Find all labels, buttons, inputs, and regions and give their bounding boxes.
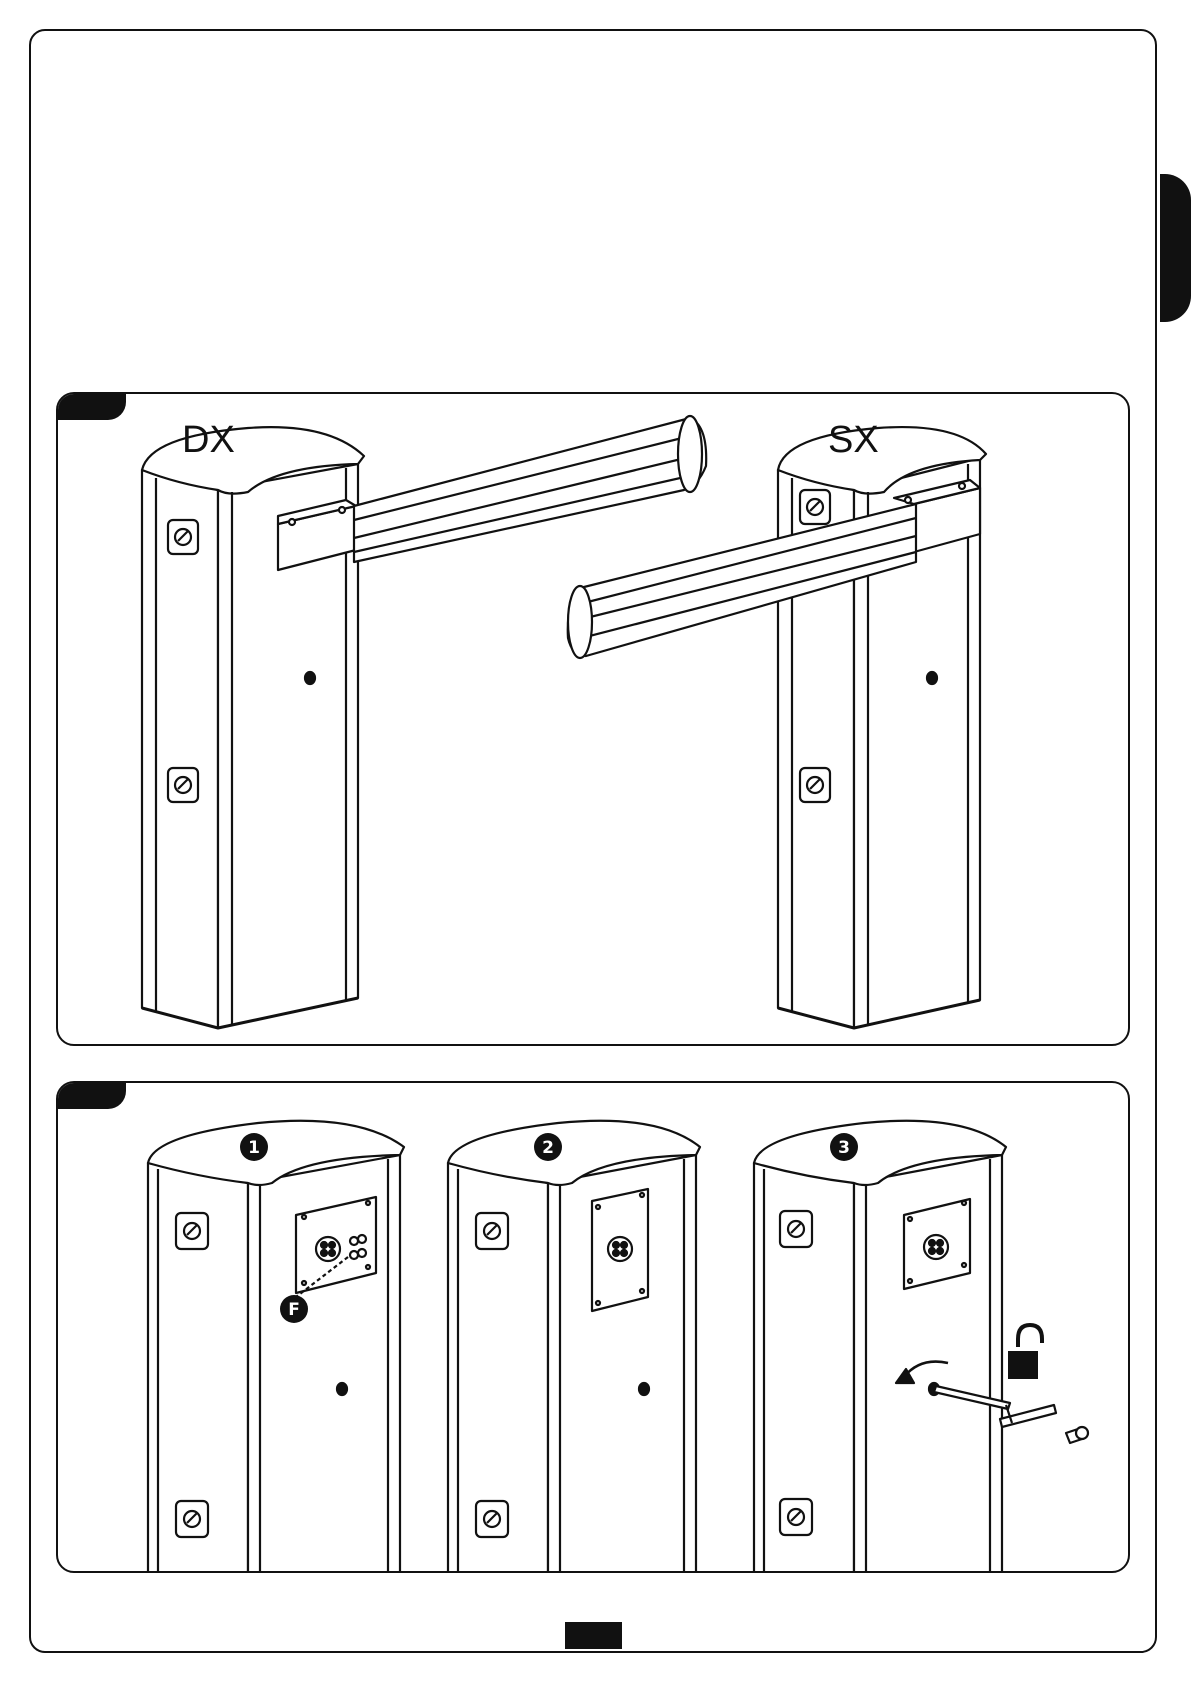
dx-label: DX: [182, 419, 235, 461]
dx-boom: [354, 416, 706, 562]
barrier-orientation-illustration: DX SX: [58, 394, 1130, 1046]
dx-pillar: [142, 427, 364, 1028]
step-badge-2: 2: [534, 1133, 562, 1161]
figure-panel-manual-release-steps: 1 2 3 F: [56, 1081, 1130, 1573]
callout-f: F: [280, 1295, 308, 1323]
section-tab: [1160, 174, 1191, 322]
step-2-pillar: [448, 1121, 700, 1573]
svg-text:1: 1: [248, 1138, 260, 1158]
svg-text:2: 2: [542, 1138, 554, 1158]
manual-release-illustration: 1 2 3 F: [58, 1083, 1130, 1573]
figure-panel-barrier-orientation: DX SX: [56, 392, 1130, 1046]
padlock-open-icon: [1008, 1325, 1042, 1379]
page-number-box: [565, 1622, 622, 1649]
key-cap-icon: [1066, 1427, 1088, 1443]
step-badge-1: 1: [240, 1133, 268, 1161]
svg-text:3: 3: [838, 1138, 850, 1158]
sx-label: SX: [828, 419, 879, 461]
svg-text:F: F: [288, 1300, 300, 1320]
step-1-pillar: [148, 1121, 404, 1573]
step-badge-3: 3: [830, 1133, 858, 1161]
step-3-pillar: [754, 1121, 1006, 1573]
